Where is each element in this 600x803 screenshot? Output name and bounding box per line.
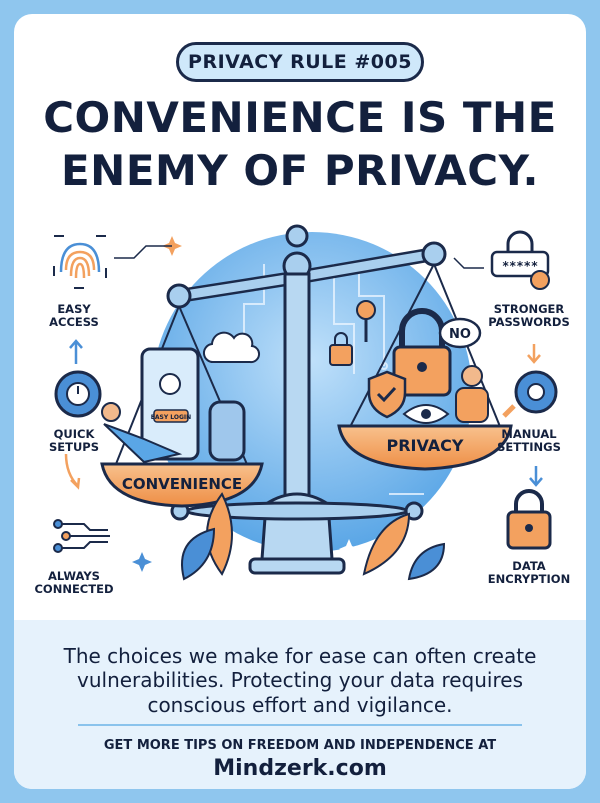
- headline-line-1: CONVENIENCE IS THE: [43, 93, 557, 142]
- label-manual-settings-line2: SETTINGS: [497, 440, 561, 455]
- label-quick-setups-line1: QUICK: [53, 427, 95, 441]
- label-always-connected: ALWAYS CONNECTED: [19, 569, 129, 597]
- label-manual-settings: MANUAL SETTINGS: [474, 427, 584, 455]
- eye-icon: [402, 404, 450, 424]
- relaxing-person-icon: [101, 402, 183, 464]
- footer-website-link[interactable]: Mindzerk.com: [213, 756, 387, 781]
- gear-wrench-icon: [502, 370, 558, 418]
- label-data-encryption: DATA ENCRYPTION: [474, 559, 584, 587]
- footer-cta: GET MORE TIPS ON FREEDOM AND INDEPENDENC…: [103, 738, 497, 753]
- key-icon: [356, 300, 376, 342]
- speech-bubble: NO: [438, 317, 482, 349]
- rule-badge: PRIVACY RULE #005: [176, 42, 424, 82]
- right-flow-arrows: [527, 344, 543, 487]
- label-stronger-passwords-line1: STRONGER: [493, 302, 565, 316]
- padlock-icon: [506, 489, 552, 550]
- label-quick-setups-line2: SETUPS: [48, 440, 100, 455]
- divider: [78, 724, 522, 726]
- body-text: The choices we make for ease can often c…: [63, 644, 537, 717]
- headline-line-2: ENEMY OF PRIVACY.: [60, 146, 540, 195]
- label-easy-access-line1: EASY: [57, 302, 91, 316]
- person-with-phone-icon: [455, 365, 489, 423]
- leaves-decoration: [181, 492, 446, 581]
- scale-illustration: EASY LOGIN CONVENIENCE NO: [53, 224, 558, 581]
- phone-login-button: EASY LOGIN: [151, 414, 191, 421]
- poster-card: PRIVACY RULE #005 CONVENIENCE IS THE ENE…: [14, 14, 586, 789]
- left-pan-label: CONVENIENCE: [122, 475, 242, 493]
- label-always-connected-line2: CONNECTED: [34, 582, 114, 597]
- label-quick-setups: QUICK SETUPS: [19, 427, 129, 455]
- scale-pillar: [170, 272, 424, 575]
- stopwatch-gear-icon: [54, 370, 102, 418]
- label-easy-access: EASY ACCESS: [19, 302, 129, 330]
- network-nodes-icon: [53, 519, 110, 553]
- label-stronger-passwords-line2: PASSWORDS: [488, 315, 570, 330]
- cloud-upload-icon: [203, 331, 261, 364]
- left-flow-arrows: [64, 339, 83, 490]
- label-manual-settings-line1: MANUAL: [501, 427, 557, 441]
- right-pan: PRIVACY: [337, 424, 513, 471]
- password-lock-icon: *****: [490, 230, 550, 290]
- big-padlock-icon: [392, 308, 452, 397]
- label-always-connected-line1: ALWAYS: [48, 569, 100, 583]
- password-mask: *****: [502, 259, 538, 273]
- shield-check-icon: [367, 370, 407, 419]
- label-easy-access-line2: ACCESS: [49, 315, 99, 330]
- small-lock-icon: [329, 332, 353, 366]
- smart-speaker-icon: [208, 400, 246, 462]
- phone-illustration: EASY LOGIN: [140, 347, 200, 461]
- fingerprint-icon: [53, 235, 107, 289]
- bottom-panel: [14, 620, 586, 789]
- label-data-encryption-line2: ENCRYPTION: [487, 572, 571, 587]
- connector-lines: [114, 245, 484, 269]
- label-stronger-passwords: STRONGER PASSWORDS: [474, 302, 584, 330]
- speech-bubble-text: NO: [449, 327, 471, 342]
- right-pan-label: PRIVACY: [386, 436, 463, 455]
- label-data-encryption-line1: DATA: [512, 559, 546, 573]
